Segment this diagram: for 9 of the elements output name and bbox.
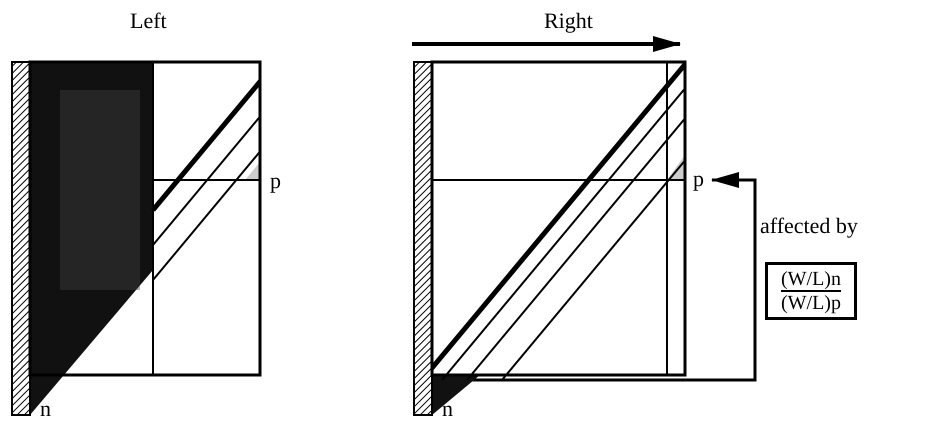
terminal-label: n: [40, 398, 51, 420]
connector-arrow: [470, 172, 756, 382]
note-text: affected by: [760, 215, 858, 237]
ratio-box: (W/L)n (W/L)p: [765, 262, 857, 320]
terminal-label: p: [270, 170, 281, 192]
terminal-label: n: [442, 398, 453, 420]
panel-heading: Right: [544, 10, 593, 32]
terminal-label: p: [693, 168, 711, 192]
panel-heading: Left: [130, 10, 167, 32]
